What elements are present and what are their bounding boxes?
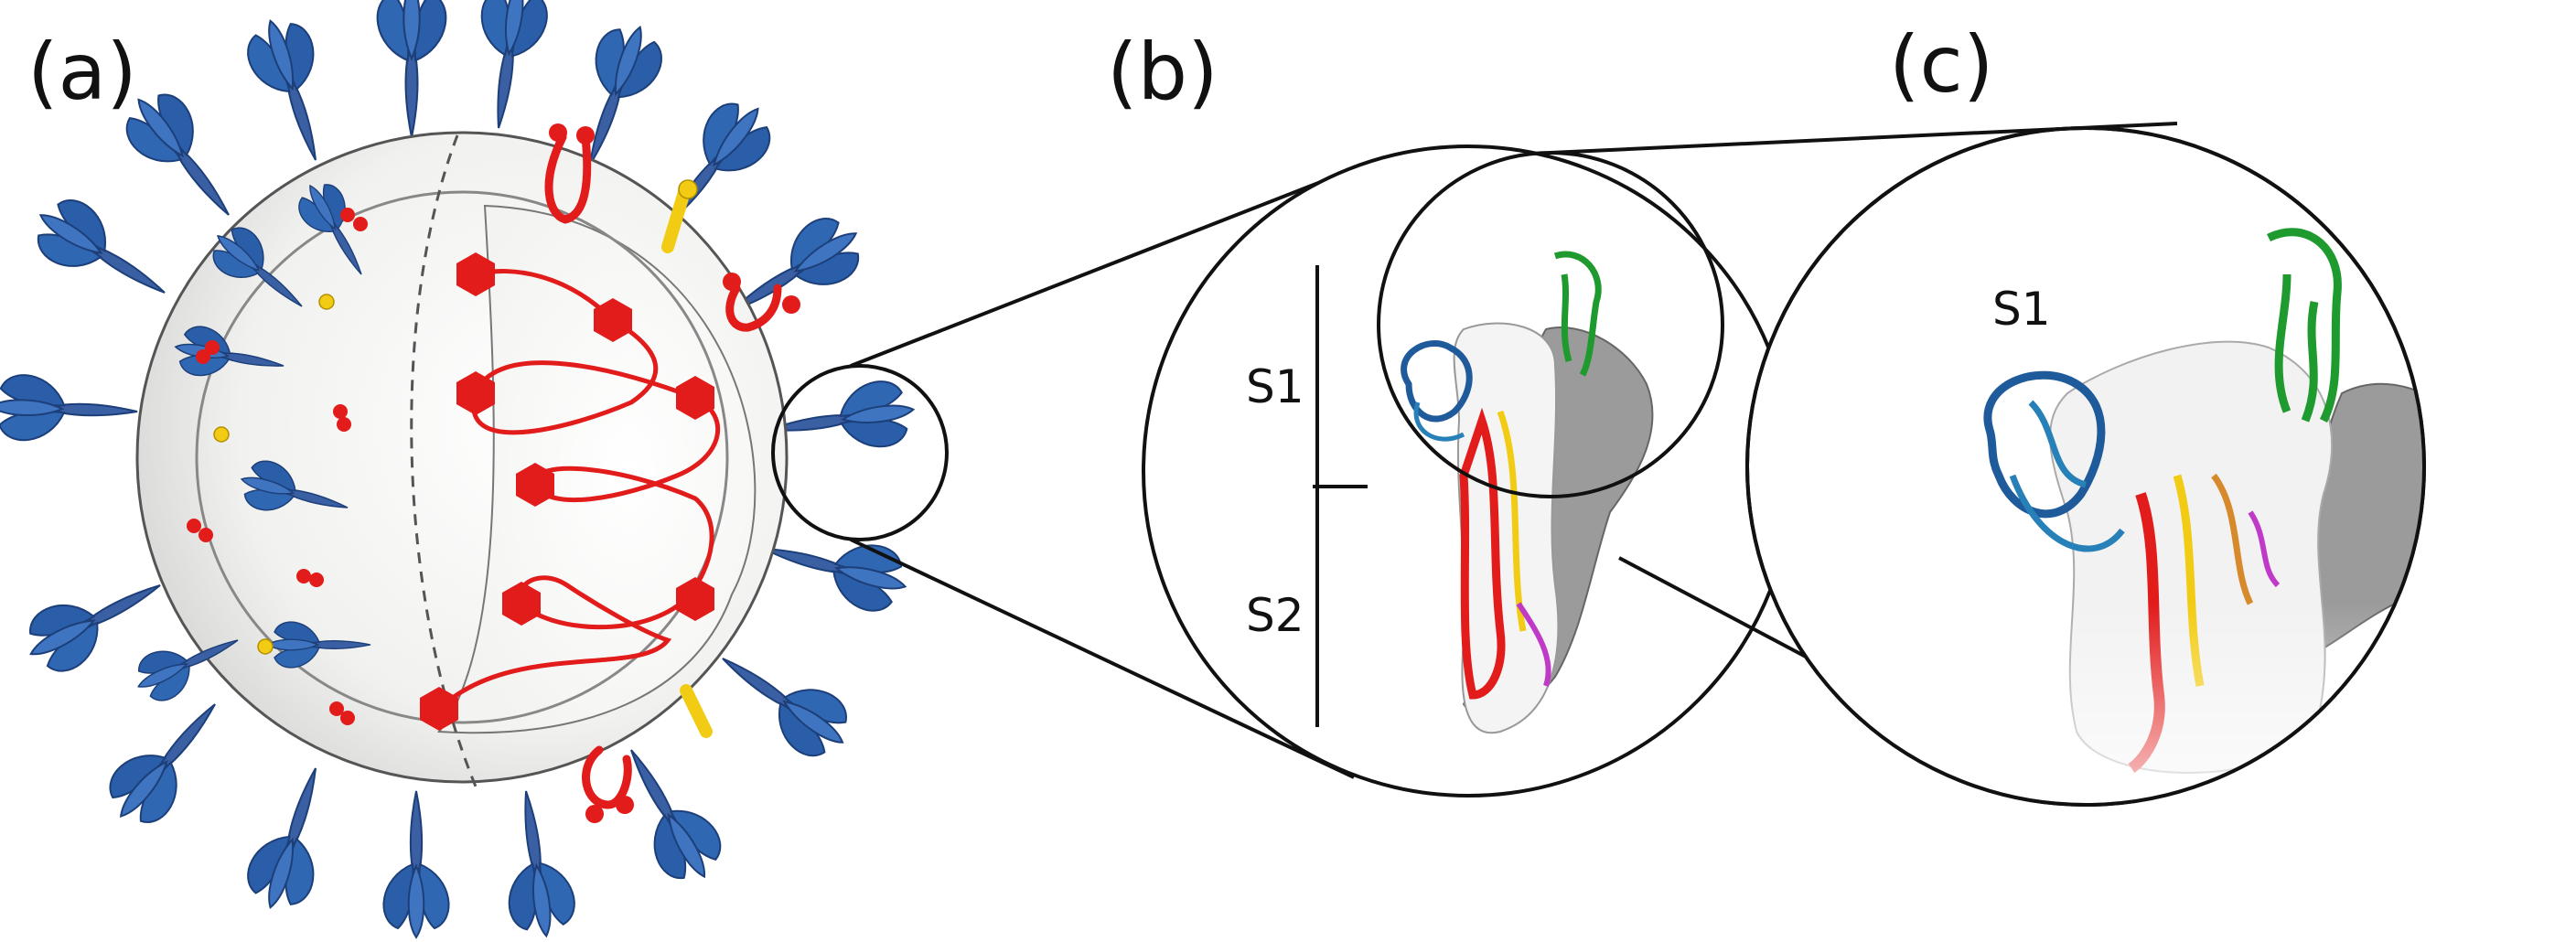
- cutaway-line: [410, 134, 478, 787]
- nucleocapsid-proteins: [420, 252, 714, 731]
- s2-label: S2: [1246, 589, 1304, 642]
- panel-label-b: (b): [1107, 27, 1218, 118]
- virion-panel: [0, 0, 949, 942]
- e-protein-rods: [661, 186, 713, 738]
- m-proteins: [187, 208, 368, 725]
- panel-label-a: (a): [27, 27, 137, 118]
- s1-s2-scale-bar: [1313, 265, 1368, 727]
- e-proteins: [213, 294, 335, 655]
- membrane-hairpins: [544, 133, 782, 809]
- zoom-connector-ab: [850, 158, 1378, 779]
- spike-structure: [1401, 251, 1654, 734]
- panel-label-c: (c): [1889, 19, 1993, 111]
- s1-label: S1: [1246, 360, 1304, 413]
- spike-zoom-circle: [771, 364, 949, 541]
- s1-zoom-label: S1: [1992, 283, 2051, 336]
- s1-zoom-panel: S1: [1745, 126, 2426, 807]
- spike-structure-panel: S1 S2: [1142, 145, 1795, 797]
